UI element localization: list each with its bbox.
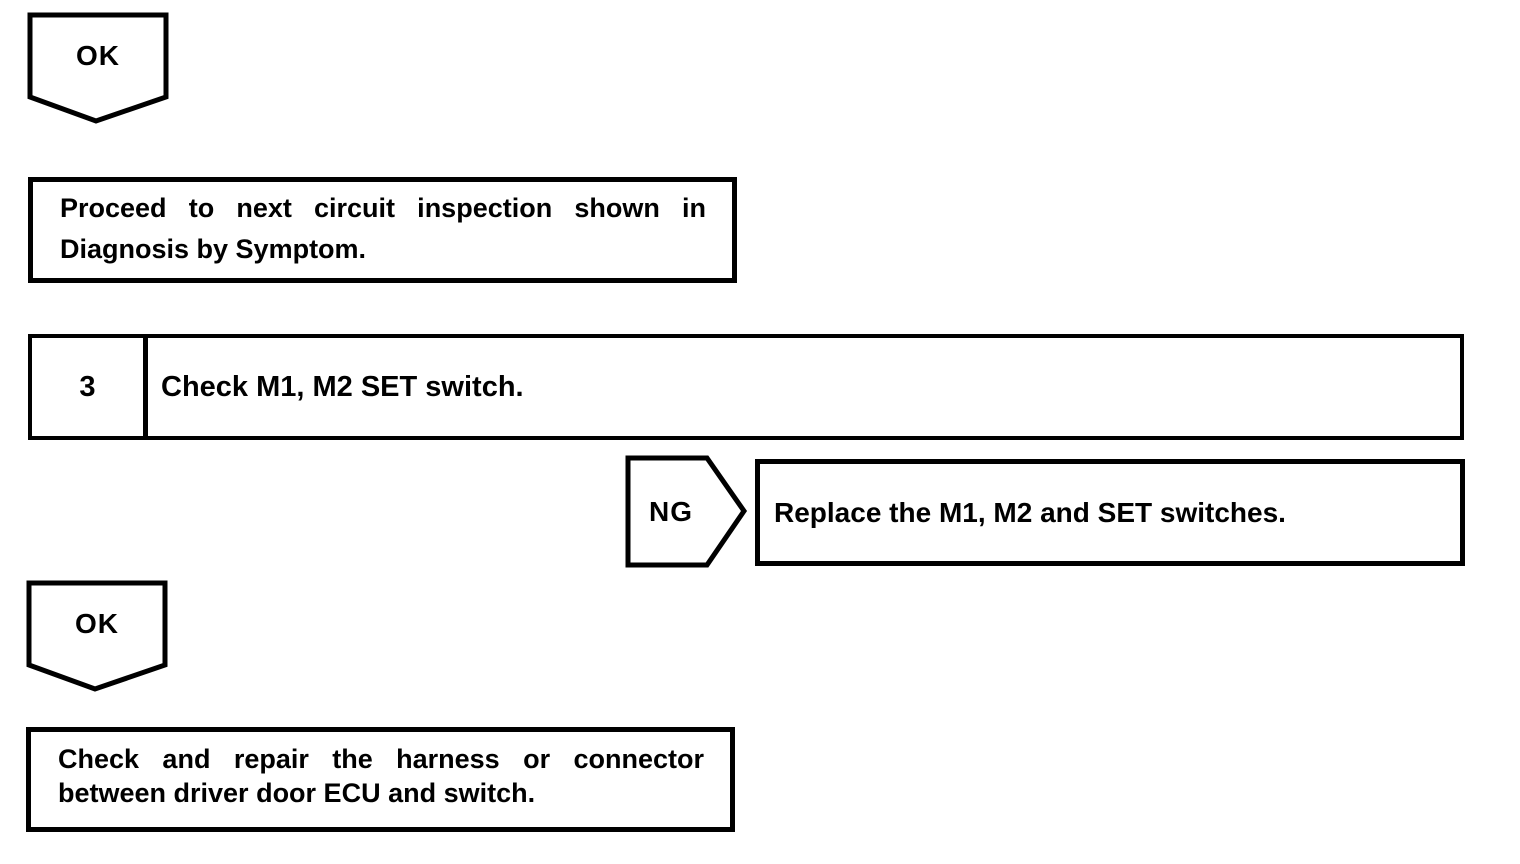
ok-connector-bottom: OK	[23, 578, 171, 694]
check-repair-line-1: Check and repair the harness or connecto…	[58, 744, 704, 774]
proceed-line-1: Proceed to next circuit inspection shown…	[60, 193, 706, 223]
step-title-cell: Check M1, M2 SET switch.	[148, 338, 1460, 436]
ng-connector: NG	[623, 453, 751, 571]
replace-text: Replace the M1, M2 and SET switches.	[774, 496, 1286, 528]
ok-arrow-down-shape	[27, 12, 169, 124]
replace-box: Replace the M1, M2 and SET switches.	[755, 459, 1465, 566]
ng-arrow-right-shape	[625, 455, 748, 568]
step-number: 3	[79, 370, 96, 403]
step-3-row: 3 Check M1, M2 SET switch.	[28, 334, 1464, 440]
step-number-cell: 3	[32, 338, 148, 436]
ok-connector-top: OK	[24, 10, 172, 126]
proceed-line-2: Diagnosis by Symptom.	[60, 234, 367, 264]
check-repair-box: Check and repair the harness or connecto…	[26, 727, 735, 832]
ok-label: OK	[76, 40, 120, 71]
ng-label: NG	[649, 496, 693, 527]
ok-label: OK	[75, 608, 119, 639]
check-repair-line-2: between driver door ECU and switch.	[58, 778, 536, 808]
proceed-box: Proceed to next circuit inspection shown…	[28, 177, 737, 283]
step-title: Check M1, M2 SET switch.	[161, 370, 524, 403]
ok-arrow-down-shape	[26, 580, 168, 692]
